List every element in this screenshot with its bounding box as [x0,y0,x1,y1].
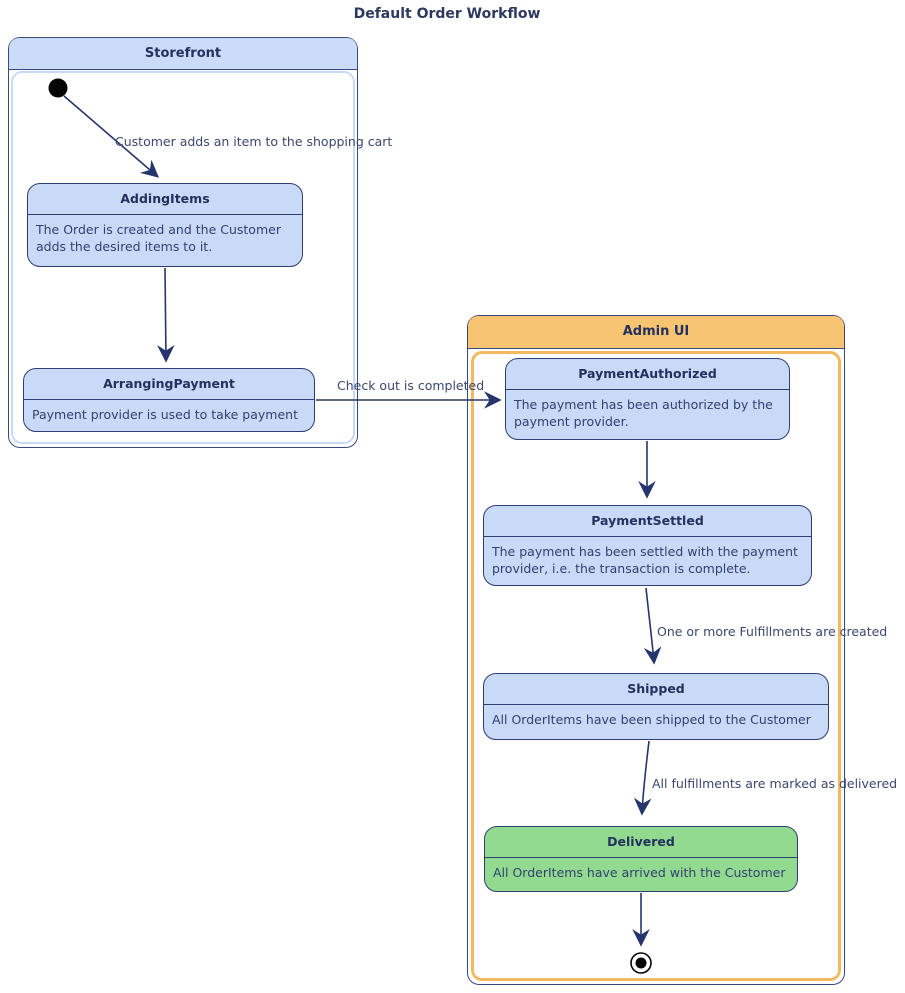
transition-label-add-to-cart: Customer adds an item to the shopping ca… [115,134,393,149]
state-adding-items-description: The Order is created and the Customer ad… [36,222,281,254]
state-arranging-payment[interactable]: ArrangingPayment Payment provider is use… [23,368,315,432]
state-delivered-name: Delivered [485,827,797,858]
state-payment-authorized-name: PaymentAuthorized [506,359,789,390]
state-payment-authorized[interactable]: PaymentAuthorized The payment has been a… [505,358,790,440]
transition-label-checkout: Check out is completed [337,378,485,393]
state-adding-items-name: AddingItems [28,184,302,215]
state-delivered[interactable]: Delivered All OrderItems have arrived wi… [484,826,798,892]
transition-label-fulfillments-created: One or more Fulfillments are created [657,624,888,639]
state-payment-authorized-description: The payment has been authorized by the p… [514,397,773,429]
state-adding-items[interactable]: AddingItems The Order is created and the… [27,183,303,267]
state-shipped-name: Shipped [484,674,828,705]
state-shipped-description: All OrderItems have been shipped to the … [492,712,811,727]
state-arranging-payment-name: ArrangingPayment [24,369,314,400]
state-payment-settled-description: The payment has been settled with the pa… [492,544,798,576]
state-arranging-payment-description: Payment provider is used to take payment [32,407,298,422]
container-admin-ui-title: Admin UI [468,316,844,349]
diagram-title: Default Order Workflow [353,6,541,22]
container-storefront-title: Storefront [9,38,357,70]
state-payment-settled-name: PaymentSettled [484,506,811,537]
transition-label-marked-delivered: All fulfillments are marked as delivered [652,776,898,791]
state-shipped[interactable]: Shipped All OrderItems have been shipped… [483,673,829,740]
state-delivered-description: All OrderItems have arrived with the Cus… [493,865,786,880]
state-payment-settled[interactable]: PaymentSettled The payment has been sett… [483,505,812,586]
